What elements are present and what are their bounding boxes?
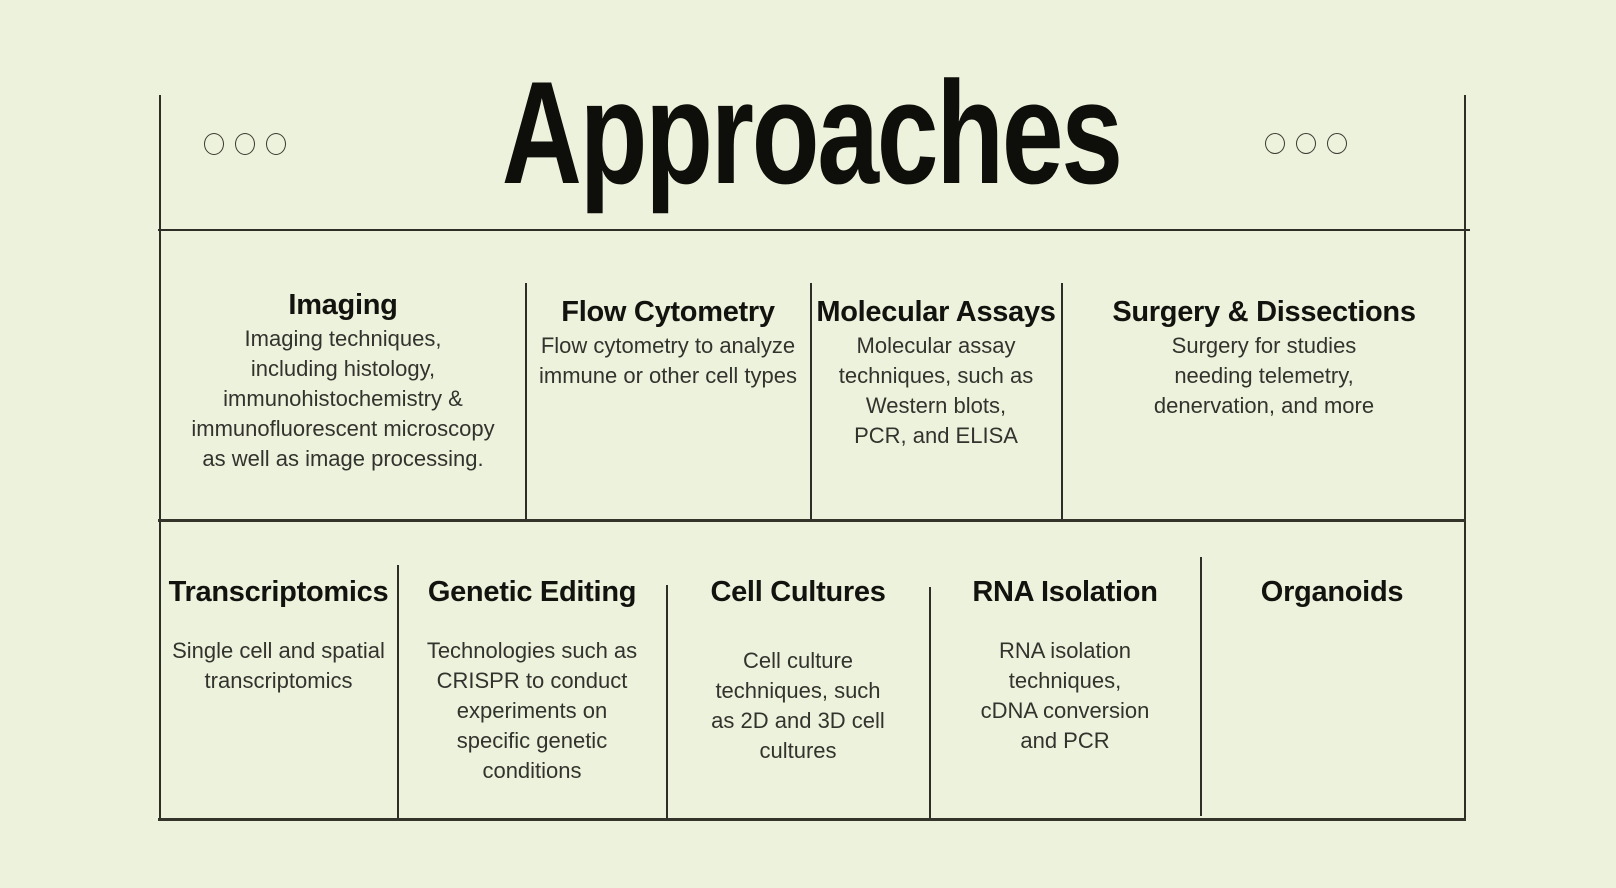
cell-cell-cultures: Cell Cultures Cell culture techniques, s… — [671, 575, 925, 766]
cell-transcriptomics: Transcriptomics Single cell and spatial … — [164, 575, 393, 696]
cell-body: Flow cytometry to analyze immune or othe… — [539, 333, 797, 388]
cell-surgery-dissections: Surgery & Dissections Surgery for studie… — [1066, 295, 1462, 421]
decorative-dots-right — [1265, 133, 1347, 154]
rule-under-title — [158, 229, 1470, 231]
frame-line-right — [1464, 95, 1466, 820]
cell-flow-cytometry: Flow Cytometry Flow cytometry to analyze… — [531, 295, 805, 391]
cell-body: Surgery for studies needing telemetry, d… — [1153, 333, 1375, 418]
cell-heading: Transcriptomics — [168, 576, 389, 608]
cell-heading: Cell Cultures — [710, 576, 886, 608]
cell-heading: Flow Cytometry — [561, 296, 775, 328]
rule-bottom — [158, 818, 1466, 821]
cell-heading: Organoids — [1260, 576, 1404, 608]
cell-body: Technologies such as CRISPR to conduct e… — [426, 638, 638, 783]
cell-heading: Molecular Assays — [816, 296, 1056, 328]
cell-body: Single cell and spatial transcriptomics — [172, 638, 385, 693]
divider-row1-col3-col4 — [1061, 283, 1063, 519]
frame-line-left — [159, 95, 161, 820]
circle-outline-icon — [1265, 133, 1285, 154]
cell-body: RNA isolation techniques, cDNA conversio… — [980, 638, 1150, 753]
slide-title: Approaches — [404, 60, 1123, 206]
cell-rna-isolation: RNA Isolation RNA isolation techniques, … — [934, 575, 1196, 756]
circle-outline-icon — [204, 133, 224, 155]
circle-outline-icon — [1327, 133, 1347, 154]
circle-outline-icon — [1296, 133, 1316, 154]
divider-row2-col1-col2 — [397, 565, 399, 818]
cell-heading: Imaging — [288, 289, 398, 321]
divider-row1-col1-col2 — [525, 283, 527, 519]
cell-imaging: Imaging Imaging techniques, including hi… — [170, 288, 516, 474]
cell-molecular-assays: Molecular Assays Molecular assay techniq… — [816, 295, 1056, 451]
cell-heading: Surgery & Dissections — [1112, 296, 1416, 328]
cell-heading: Genetic Editing — [427, 576, 637, 608]
cell-genetic-editing: Genetic Editing Technologies such as CRI… — [402, 575, 662, 786]
cell-organoids: Organoids — [1205, 575, 1459, 636]
circle-outline-icon — [235, 133, 255, 155]
decorative-dots-left — [204, 133, 286, 155]
cell-body: Imaging techniques, including histology,… — [191, 326, 495, 471]
cell-body: Cell culture techniques, such as 2D and … — [711, 648, 885, 763]
cell-heading: RNA Isolation — [972, 576, 1158, 608]
cell-body: Molecular assay techniques, such as West… — [838, 333, 1034, 448]
slide-title-text: Approaches — [501, 51, 1123, 214]
divider-row2-col2-col3 — [666, 585, 668, 818]
circle-outline-icon — [266, 133, 286, 155]
rule-between-rows — [158, 519, 1466, 522]
divider-row2-col3-col4 — [929, 587, 931, 818]
divider-row2-col4-col5 — [1200, 557, 1202, 816]
divider-row1-col2-col3 — [810, 283, 812, 519]
